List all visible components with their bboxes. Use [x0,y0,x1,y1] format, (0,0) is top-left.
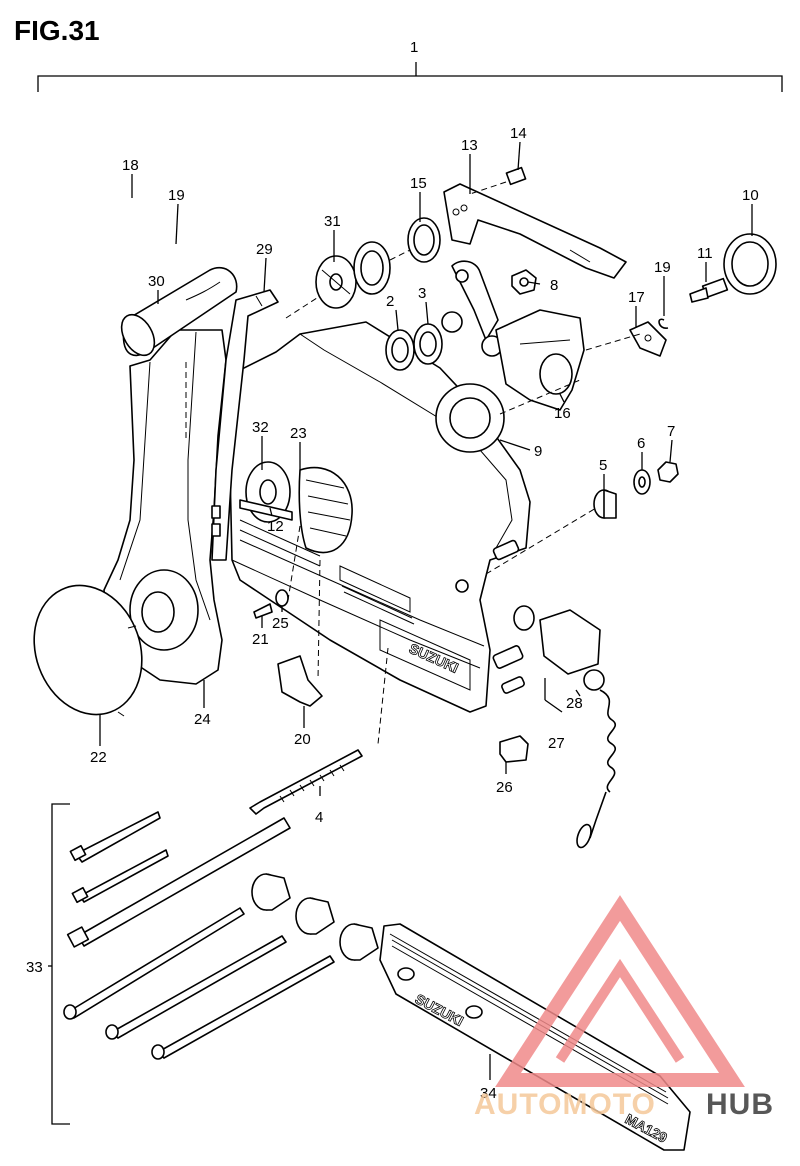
bolt-14 [469,166,527,195]
callout-33: 33 [26,959,43,976]
emergency-switch [513,605,616,849]
kit-33 [48,803,379,1125]
watermark-text-automoto: AUTOMOTO [474,1088,656,1121]
holder-26 [499,735,529,763]
callout-28: 28 [566,695,583,712]
callout-labels: 2 3 4 5 6 7 8 9 10 11 12 13 14 15 16 17 … [26,125,759,1102]
callout-12: 12 [267,518,284,535]
callout-9: 9 [534,443,542,460]
clip-20 [277,655,323,707]
callout-19b: 19 [654,259,671,276]
callout-7: 7 [667,423,675,440]
spacer-5 [593,489,617,519]
callout-25: 25 [272,615,289,632]
leader-lines [99,141,753,1080]
callout-13: 13 [461,137,478,154]
screw-21 [253,603,273,619]
callout-34: 34 [480,1085,497,1102]
callout-22: 22 [90,749,107,766]
callout-17: 17 [628,289,645,306]
washer-9 [435,383,505,453]
callout-11: 11 [697,245,713,262]
washer-15 [407,217,441,263]
clip-19b [658,318,669,329]
watermark-logo-icon [495,895,745,1087]
callout-19a: 19 [168,187,185,204]
plate-16 [495,309,585,411]
callout-30: 30 [148,273,165,290]
watermark: AUTOMOTO HUB [474,895,774,1121]
handle-grip [120,267,238,357]
callout-2: 2 [386,293,394,310]
bracket-17 [629,321,667,357]
callout-1: 1 [410,39,418,56]
callout-29: 29 [256,241,273,258]
callout-31: 31 [324,213,341,230]
figure-title: FIG.31 [14,15,100,46]
nut-8 [511,269,537,295]
callout-18: 18 [122,157,139,174]
callout-26: 26 [496,779,513,796]
callout-32: 32 [252,419,269,436]
neutral-arm [211,289,279,561]
cam-31 [315,255,357,309]
callout-14: 14 [510,125,527,142]
callout-27: 27 [548,735,565,752]
callout-3: 3 [418,285,426,302]
callout-16: 16 [554,405,571,422]
callout-21: 21 [252,631,269,648]
callout-24: 24 [194,711,211,728]
throttle-arm-13 [443,183,627,279]
callout-5: 5 [599,457,607,474]
callout-6: 6 [637,435,645,452]
callout-8: 8 [550,277,558,294]
assembly-guide-lines [185,249,641,745]
nut-7 [657,461,679,483]
bolt-11 [689,277,729,303]
watermark-m-icon [555,958,685,1063]
gear-assembly [239,461,353,554]
bushing-2 [385,329,415,371]
callout-23: 23 [290,425,307,442]
washer-6 [633,469,651,495]
callout-15: 15 [410,175,427,192]
watermark-text-hub: HUB [706,1088,774,1121]
callout-20: 20 [294,731,311,748]
assembly-bracket: 1 [37,39,783,92]
washer-31b [353,241,391,295]
ring-10 [723,233,777,295]
bolt-4 [249,749,363,815]
washer-25 [275,589,289,607]
callout-4: 4 [315,809,323,826]
callout-10: 10 [742,187,759,204]
handle-lever [103,329,227,685]
bushing-3 [413,323,443,365]
arm-link [441,260,503,357]
handle-cover [33,584,143,717]
